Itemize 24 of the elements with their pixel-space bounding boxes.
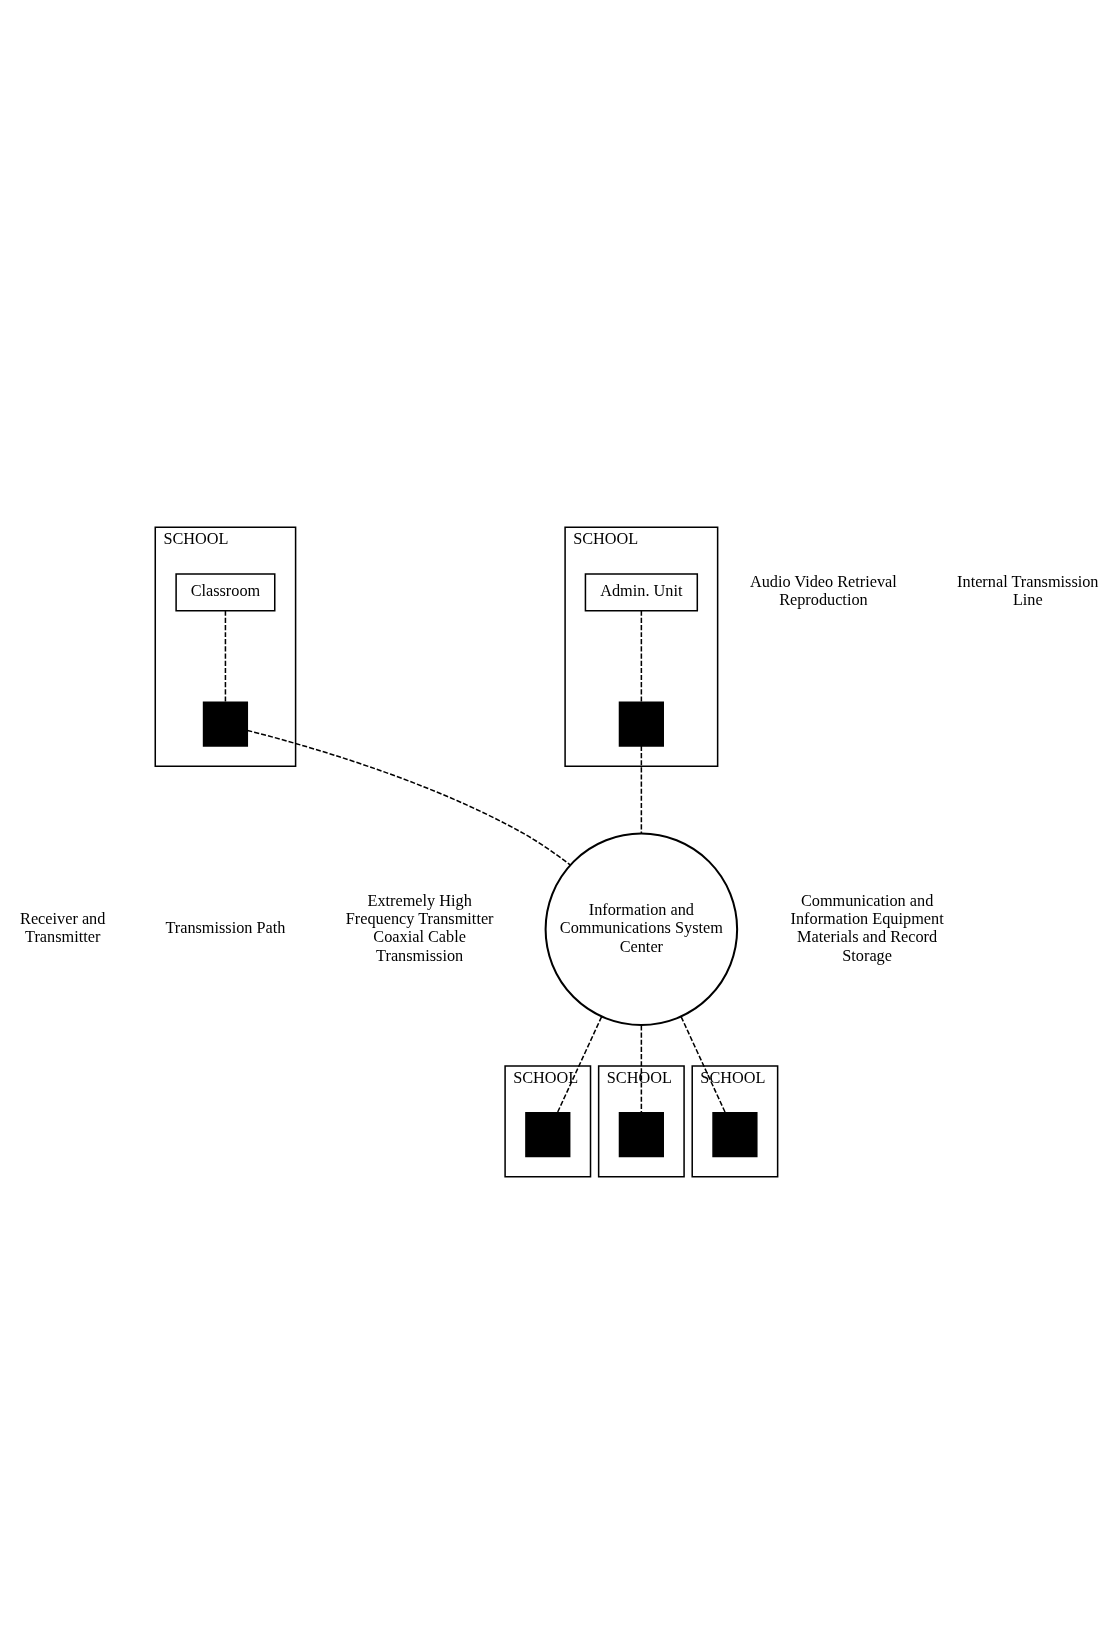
connector (556, 1015, 603, 1113)
node-box: Classroom (175, 572, 276, 611)
cluster: SCHOOL (597, 1064, 685, 1178)
connector (680, 1015, 726, 1113)
label: Receiver and Transmitter (20, 909, 106, 946)
label: Audio Video Retrieval Reproduction (749, 572, 897, 609)
node-box (525, 1111, 571, 1157)
node-box (618, 700, 664, 747)
label: Communication and Information Equipment Materials and Record Storage (790, 891, 944, 965)
node-box (618, 1111, 664, 1157)
cluster: SCHOOL (691, 1064, 779, 1178)
node-circle: Information and Communications System Center (544, 832, 739, 1026)
connector (640, 1024, 643, 1113)
label: Extremely High Frequency Transmitter Coaxial Cable Transmission (345, 891, 494, 965)
connector (246, 729, 571, 866)
label: Transmission Path (165, 918, 286, 937)
cluster: SCHOOL (504, 1064, 592, 1178)
connector (640, 609, 643, 703)
connector (224, 609, 227, 703)
label: Internal Transmission Line (957, 572, 1099, 609)
node-box (712, 1111, 758, 1157)
connector (640, 744, 643, 834)
node-box (202, 700, 249, 747)
node-box: Admin. Unit (584, 572, 699, 611)
